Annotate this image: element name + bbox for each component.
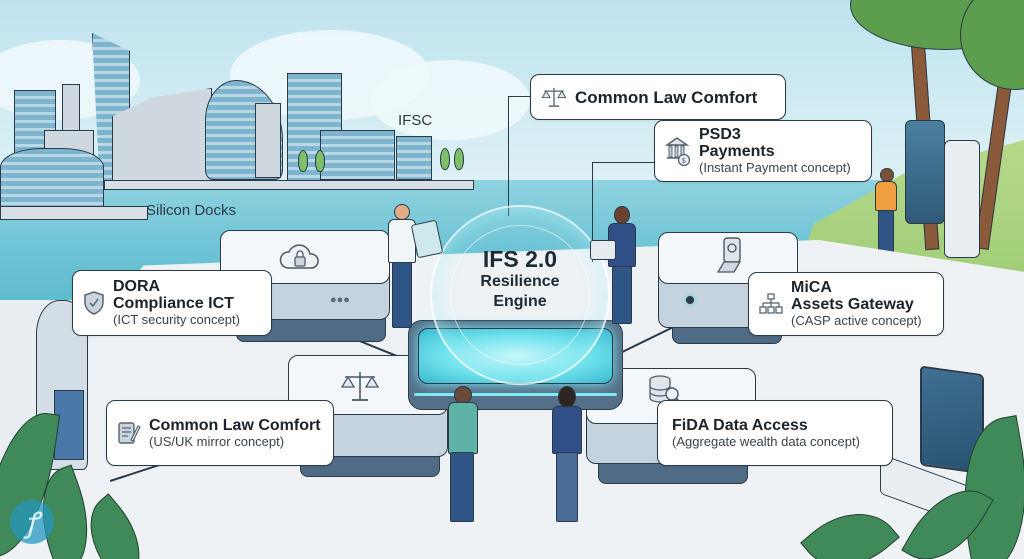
building-ifsc: [320, 130, 395, 180]
document-sign-icon: [117, 420, 141, 446]
tree: [298, 150, 308, 172]
svg-text:$: $: [682, 158, 686, 165]
network-hierarchy-icon: [759, 293, 783, 315]
tree: [454, 148, 464, 170]
engine-halo: [430, 205, 610, 385]
scales-icon: [340, 369, 380, 408]
callout-title: Common Law Comfort: [575, 87, 758, 107]
bank-coin-icon: $: [665, 136, 691, 166]
quay: [0, 206, 148, 220]
building: [255, 103, 281, 178]
engine-title: IFS 2.0 Resilience Engine: [430, 246, 610, 312]
digital-kiosk-screen: [905, 120, 945, 224]
callout-mica: MiCA Assets Gateway (CASP active concept…: [748, 272, 944, 336]
building: [396, 136, 432, 180]
callout-dora: DORA Compliance ICT (ICT security concep…: [72, 270, 272, 336]
callout-psd3: $ PSD3 Payments (Instant Payment concept…: [654, 120, 872, 182]
connector-line: [592, 162, 654, 262]
place-label-ifsc: IFSC: [398, 112, 433, 129]
callout-title-line2: Assets Gateway: [791, 296, 914, 313]
callout-common-law-top: Common Law Comfort: [530, 74, 786, 120]
callout-subtitle: (US/UK mirror concept): [149, 433, 285, 449]
callout-subtitle: (Aggregate wealth data concept): [672, 433, 860, 449]
tree: [315, 150, 325, 172]
scales-icon: [541, 85, 567, 109]
callout-title: PSD3: [699, 126, 741, 143]
shield-check-icon: [83, 290, 105, 316]
database-search-icon: [646, 374, 684, 413]
callout-fida: FiDA Data Access (Aggregate wealth data …: [657, 400, 893, 466]
watermark-logo-icon: ꝭ: [10, 500, 54, 544]
laptop-device: [590, 240, 616, 260]
callout-subtitle: (ICT security concept): [113, 312, 240, 327]
callout-title: DORA: [113, 278, 161, 295]
hardware-wallet-icon: [716, 236, 746, 279]
callout-subtitle: (Instant Payment concept): [699, 160, 851, 175]
status-dots-icon: ●●●: [330, 294, 350, 306]
atm-kiosk: [944, 140, 980, 258]
callout-title: Common Law Comfort: [149, 416, 321, 434]
callout-title: FiDA Data Access: [672, 416, 808, 434]
place-label-silicon-docks: Silicon Docks: [146, 202, 237, 219]
quay: [104, 180, 474, 190]
indicator-light: [686, 296, 694, 304]
callout-title: MiCA: [791, 279, 832, 296]
callout-title-line2: Payments: [699, 143, 775, 160]
engine-subtitle-line1: Resilience: [480, 273, 560, 290]
callout-title-line2: Compliance ICT: [113, 295, 234, 312]
cloud: [370, 60, 530, 140]
building-docks: [0, 148, 104, 212]
callout-subtitle: (CASP active concept): [791, 313, 922, 328]
engine-title-main: IFS 2.0: [482, 246, 558, 272]
callout-common-law-bottom: Common Law Comfort (US/UK mirror concept…: [106, 400, 334, 466]
cloud-lock-icon: [278, 244, 322, 277]
tree: [440, 148, 450, 170]
engine-subtitle-line2: Engine: [493, 293, 547, 310]
engine-halo-inner: [450, 225, 590, 365]
connector-line: [508, 96, 536, 216]
